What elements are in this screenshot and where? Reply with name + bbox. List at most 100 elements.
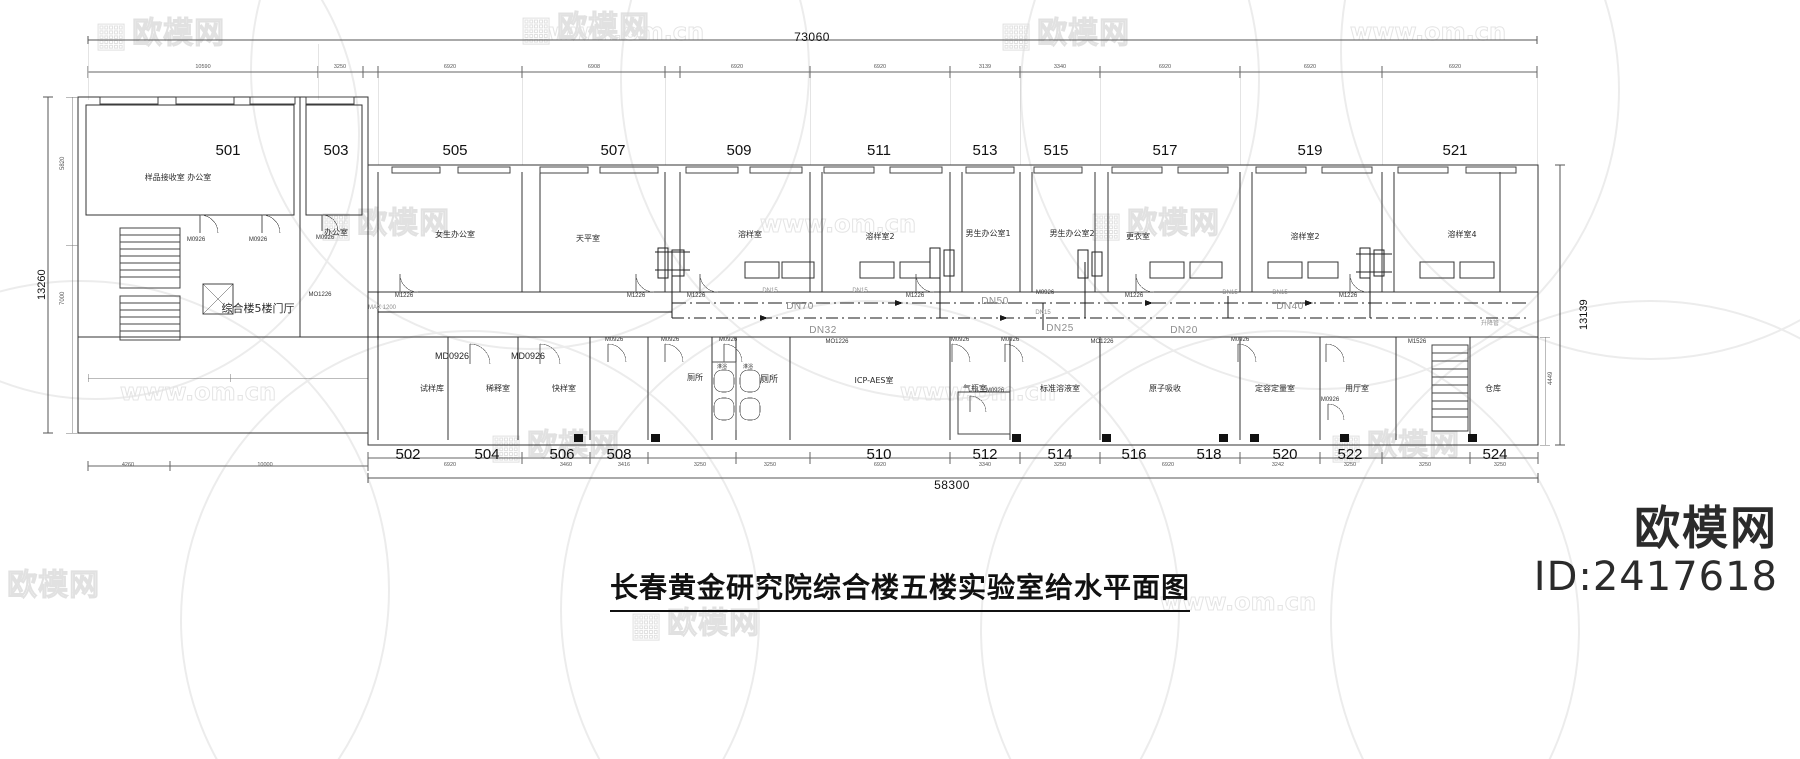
bottom-dim-3: 3460	[559, 462, 573, 468]
top-dim-5: 6920	[873, 64, 887, 70]
left-dim-1: 7000	[60, 291, 66, 305]
pipe-tag-4: DN25	[1046, 323, 1074, 334]
room-number-512: 512	[972, 446, 998, 463]
room-label-507: 天平室	[576, 234, 600, 243]
room-label-516: 原子吸收	[1149, 384, 1181, 393]
top-dim-4: 6920	[730, 64, 744, 70]
room-label-521: 溶样室4	[1447, 230, 1477, 239]
room-number-501: 501	[215, 142, 241, 159]
room-number-513: 513	[972, 142, 998, 159]
room-number-503: 503	[323, 142, 349, 159]
door-tag-13: M0926	[660, 337, 680, 343]
right-dim-0: 4449	[1548, 371, 1554, 385]
room-label-520: 用厅室	[1345, 384, 1369, 393]
right-vertical-dimension: 13139	[1578, 299, 1590, 330]
room-number-515: 515	[1043, 142, 1069, 159]
bottom-dim-0: 4260	[121, 462, 135, 468]
bottom-dim-12: 3250	[1343, 462, 1357, 468]
room-label-519: 溶样室2	[1290, 232, 1320, 241]
room-label-511: 溶样室2	[865, 232, 895, 241]
door-tag-4: M0926	[315, 235, 335, 241]
door-tag-6: M1226	[626, 293, 646, 299]
brand-name: 欧模网	[1634, 501, 1778, 555]
room-number-508: 508	[606, 446, 632, 463]
pipe-tag-5: DN20	[1170, 325, 1198, 336]
bottom-dim-13: 3250	[1418, 462, 1432, 468]
room-label-517: 更衣室	[1126, 232, 1150, 241]
room-number-521: 521	[1442, 142, 1468, 159]
area-label-0: 综合楼5楼门厅	[221, 302, 295, 315]
room-number-511: 511	[867, 142, 891, 159]
door-tag-19: M0926	[1230, 337, 1250, 343]
room-label-518: 定容定量室	[1255, 384, 1295, 393]
bottom-dim-2: 6920	[443, 462, 457, 468]
door-tag-20: M0926	[1320, 397, 1340, 403]
room-number-502: 502	[395, 446, 421, 463]
room-number-517: 517	[1152, 142, 1178, 159]
room-number-522: 522	[1337, 446, 1363, 463]
overall-top-dimension: 73060	[794, 30, 830, 44]
door-tag-0: MD0926	[434, 351, 470, 361]
overall-bottom-dimension: 58300	[934, 478, 970, 492]
room-number-524: 524	[1482, 446, 1508, 463]
room-label-506: 快样室	[552, 384, 576, 393]
room-number-509: 509	[726, 142, 752, 159]
pipe-tag-1: DN50	[981, 296, 1009, 307]
room-label-501: 样品接收室 办公室	[144, 173, 212, 182]
door-tag-16: M0926	[950, 337, 970, 343]
door-tag-8: M1226	[905, 293, 925, 299]
room-label-515: 男生办公室2	[1049, 229, 1095, 238]
top-dim-0: 10590	[195, 64, 211, 70]
room-number-504: 504	[474, 446, 500, 463]
door-tag-11: M1526	[1407, 339, 1427, 345]
door-tag-7: M1226	[686, 293, 706, 299]
room-number-516: 516	[1121, 446, 1147, 463]
top-dim-10: 6920	[1448, 64, 1462, 70]
bottom-dim-11: 3242	[1271, 462, 1285, 468]
bottom-dim-14: 3250	[1493, 462, 1507, 468]
door-tag-9: M1226	[1124, 293, 1144, 299]
pipe-tag-12: 升降管	[1480, 321, 1500, 327]
room-number-514: 514	[1047, 446, 1073, 463]
room-label-524: 仓库	[1485, 384, 1501, 393]
door-tag-12: M0926	[604, 337, 624, 343]
room-label-514: 标准溶液室	[1040, 384, 1080, 393]
room-number-505: 505	[442, 142, 468, 159]
brand-block: 欧模网 ID:2417618	[1534, 501, 1778, 599]
door-tag-23: MO1226	[308, 292, 332, 298]
bottom-dim-5: 3250	[693, 462, 707, 468]
room-label-505: 女生办公室	[435, 230, 475, 239]
room-number-506: 506	[549, 446, 575, 463]
page-title: 长春黄金研究院综合楼五楼实验室给水平面图	[609, 566, 1190, 612]
pipe-tag-10: DN15	[852, 288, 868, 294]
top-dim-9: 6920	[1303, 64, 1317, 70]
pipe-tag-11: MAX 1200	[367, 305, 397, 311]
left-dim-0: 5820	[60, 156, 66, 170]
area-label-3: 淋浴	[742, 364, 754, 370]
bottom-dim-7: 6920	[873, 462, 887, 468]
room-number-519: 519	[1297, 142, 1323, 159]
door-tag-14: M0926	[718, 337, 738, 343]
bottom-dim-9: 3250	[1053, 462, 1067, 468]
pipe-tag-2: DN40	[1276, 301, 1304, 312]
top-dim-2: 6920	[443, 64, 457, 70]
pipe-tag-3: DN32	[809, 325, 837, 336]
area-label-2: 淋浴	[716, 364, 728, 370]
bottom-dim-8: 3340	[978, 462, 992, 468]
room-label-502: 试样库	[420, 384, 444, 393]
door-tag-10: M1226	[1338, 293, 1358, 299]
door-tag-5: M1226	[394, 293, 414, 299]
door-tag-15: MO1226	[825, 339, 849, 345]
door-tag-22: M0926	[1035, 290, 1055, 296]
room-label-503: 办公室	[324, 228, 348, 237]
door-tag-2: M0926	[186, 237, 206, 243]
room-label-509: 溶样室	[738, 230, 762, 239]
door-tag-1: MD0926	[510, 351, 546, 361]
pipe-tag-7: DN15	[1222, 290, 1238, 296]
top-dim-7: 3340	[1053, 64, 1067, 70]
room-label-512: 气瓶室	[963, 384, 987, 393]
room-number-510: 510	[866, 446, 892, 463]
room-label-504: 稀释室	[486, 384, 510, 393]
title-block: 长春黄金研究院综合楼五楼实验室给水平面图	[0, 566, 1800, 612]
